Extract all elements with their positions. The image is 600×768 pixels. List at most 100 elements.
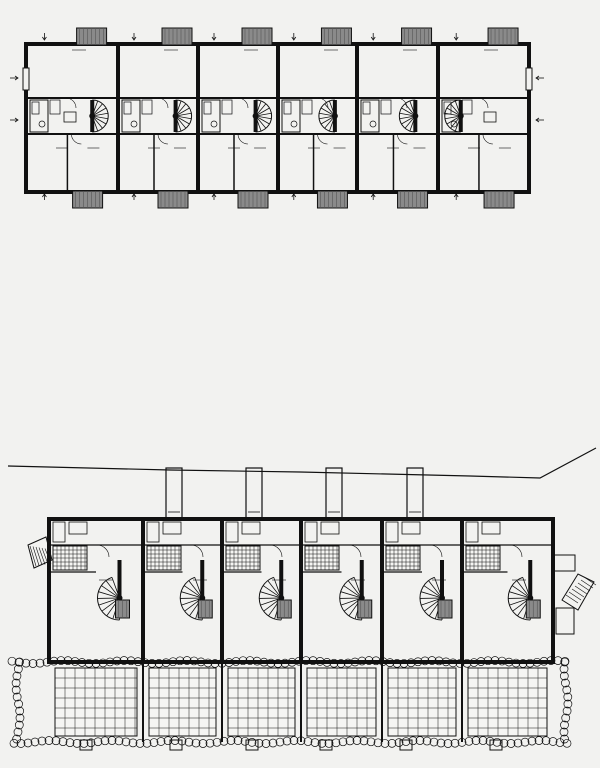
garden-paving	[148, 667, 217, 737]
garden-gate	[489, 739, 503, 751]
wc	[465, 521, 479, 543]
door-swing	[509, 544, 523, 558]
door-swing	[237, 97, 249, 109]
stair-core	[332, 100, 337, 132]
entry-arrow	[211, 193, 217, 200]
entry-arrow	[291, 33, 297, 41]
kitchen-tiles	[385, 545, 421, 571]
upper-unit	[201, 27, 273, 209]
door-swing	[397, 133, 408, 145]
side-stair-right	[561, 573, 597, 611]
stair-core	[90, 100, 95, 132]
storage	[320, 521, 340, 535]
ground-unit	[222, 521, 301, 737]
balcony	[72, 190, 104, 209]
garden-gate	[399, 739, 413, 751]
spiral-stair	[419, 576, 445, 621]
wc	[461, 99, 473, 115]
storage	[162, 521, 182, 535]
upper-unit	[441, 27, 519, 209]
balcony	[320, 27, 352, 46]
entry-arrow	[370, 193, 376, 200]
wc	[221, 99, 233, 115]
stair-landing	[525, 599, 541, 619]
door-swing	[65, 97, 77, 109]
garden-gate	[79, 739, 93, 751]
door-swing	[429, 544, 443, 558]
entrance-porch	[165, 467, 183, 519]
balcony	[76, 27, 108, 46]
storage	[241, 521, 261, 535]
upper-unit	[29, 27, 109, 209]
balcony	[241, 27, 273, 46]
door-swing	[269, 544, 283, 558]
wc	[141, 99, 153, 115]
entrance-porch	[325, 467, 343, 519]
stair-core	[173, 100, 178, 132]
ground-floor-plan	[7, 447, 597, 751]
door-swing	[96, 544, 110, 558]
side-shed	[552, 554, 576, 572]
ground-unit	[462, 521, 553, 737]
upper-unit	[360, 27, 433, 209]
entry-arrow	[453, 33, 459, 41]
balcony	[157, 190, 189, 209]
kitchen-tiles	[146, 545, 182, 571]
wc	[301, 99, 313, 115]
washbasin	[38, 120, 46, 128]
wc	[225, 521, 239, 543]
stair-core	[117, 560, 122, 600]
washbasin	[130, 120, 138, 128]
wc	[52, 521, 66, 543]
bathtub	[362, 101, 371, 115]
bathroom	[201, 99, 221, 133]
balcony	[237, 190, 269, 209]
bathroom	[360, 99, 380, 133]
stair-landing	[276, 599, 292, 619]
balcony	[316, 190, 348, 209]
wc	[304, 521, 318, 543]
garden-paving	[54, 667, 138, 737]
kitchen-tiles	[52, 545, 88, 571]
ground-unit	[301, 521, 382, 737]
side-arrow	[535, 117, 544, 123]
side-arrow	[10, 75, 19, 81]
garden-gate	[169, 739, 183, 751]
entry-arrow	[453, 193, 459, 200]
wc	[49, 99, 61, 115]
stair-landing	[115, 599, 130, 619]
entry-arrow	[131, 33, 137, 41]
bathtub	[203, 101, 212, 115]
stair-core	[458, 100, 463, 132]
side-bin-store	[555, 607, 575, 635]
entry-arrow	[42, 33, 47, 41]
washbasin	[290, 120, 298, 128]
balcony	[401, 27, 433, 46]
stair-core	[253, 100, 258, 132]
upper-floor-plan	[10, 27, 544, 209]
garden-paving	[467, 667, 548, 737]
ground-unit	[143, 521, 222, 737]
entrance-porch	[406, 467, 424, 519]
stair-core	[413, 100, 418, 132]
wc	[385, 521, 399, 543]
door-swing	[157, 133, 169, 145]
bathtub	[283, 101, 292, 115]
wc	[380, 99, 392, 115]
garden-paving	[387, 667, 457, 737]
bathtub	[31, 101, 40, 115]
entry-arrow	[42, 193, 47, 200]
side-arrow	[10, 117, 19, 123]
entry-arrow	[131, 193, 137, 200]
side-stair-left	[27, 536, 53, 569]
upper-unit	[281, 27, 352, 209]
storage	[68, 521, 88, 535]
upper-end-window	[525, 67, 533, 91]
door-swing	[190, 544, 204, 558]
garden-gate	[319, 739, 333, 751]
door-swing	[237, 133, 249, 145]
door-swing	[317, 133, 328, 145]
bathtub	[123, 101, 132, 115]
skylight	[483, 111, 497, 123]
